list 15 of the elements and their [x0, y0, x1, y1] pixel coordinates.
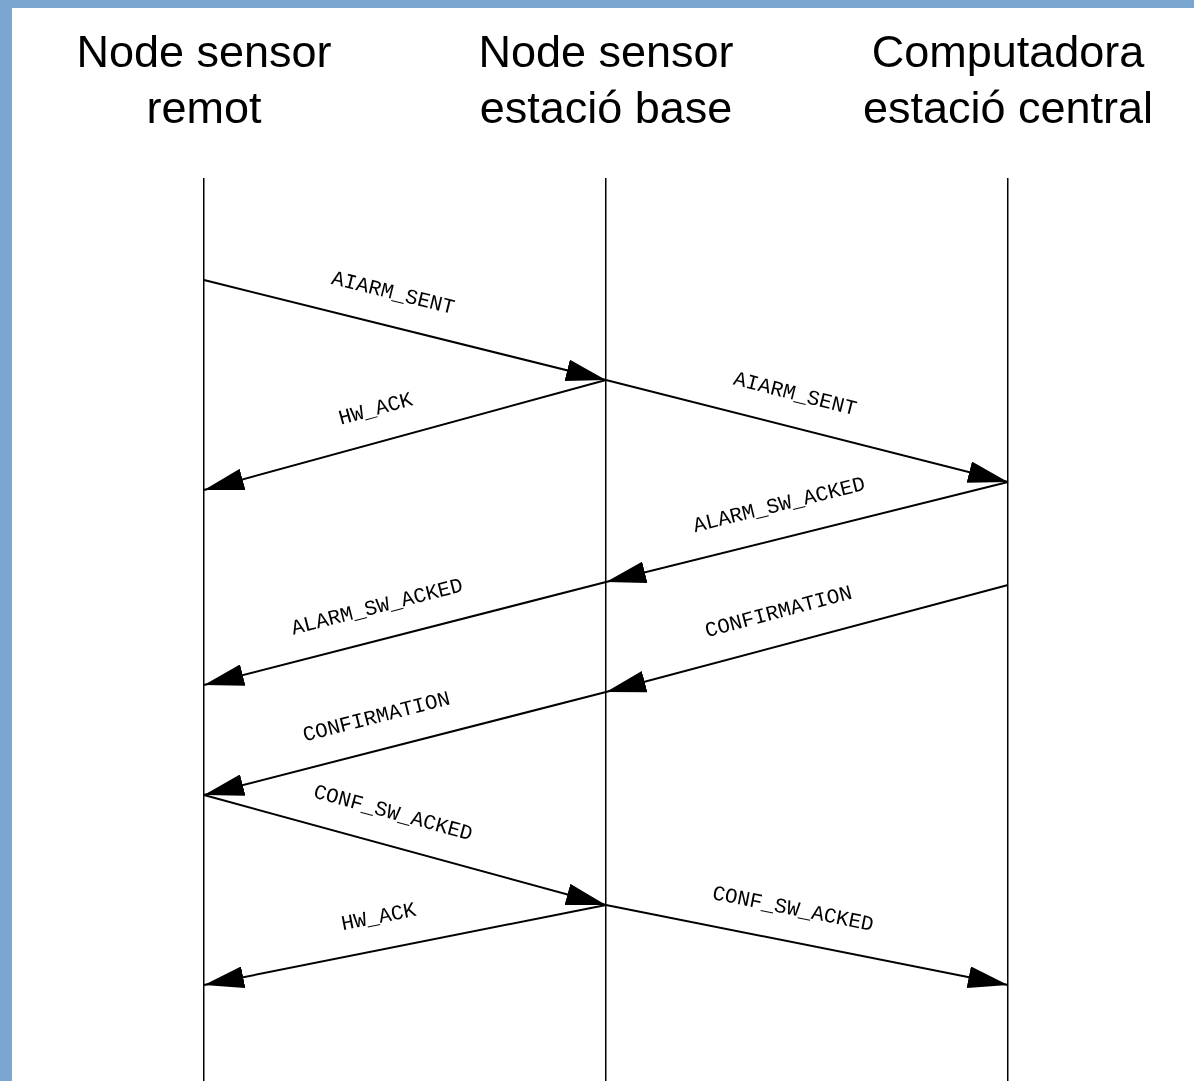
message-arrow — [203, 794, 607, 906]
message-arrow — [203, 379, 607, 491]
message-arrow — [605, 379, 1009, 483]
message-label: HW_ACK — [336, 388, 416, 431]
message-arrow — [605, 904, 1009, 988]
message-arrow — [203, 581, 607, 686]
lifeline-header: Node sensor estació base — [477, 25, 735, 135]
message-arrow — [203, 279, 607, 381]
message-arrow — [203, 904, 607, 988]
message-arrow — [203, 691, 607, 796]
message-arrow — [605, 584, 1009, 693]
lifeline-header: Node sensor remot — [75, 25, 333, 135]
lifeline-header: Computadora estació central — [861, 25, 1155, 135]
message-arrow — [605, 481, 1009, 583]
message-label: HW_ACK — [339, 898, 418, 937]
